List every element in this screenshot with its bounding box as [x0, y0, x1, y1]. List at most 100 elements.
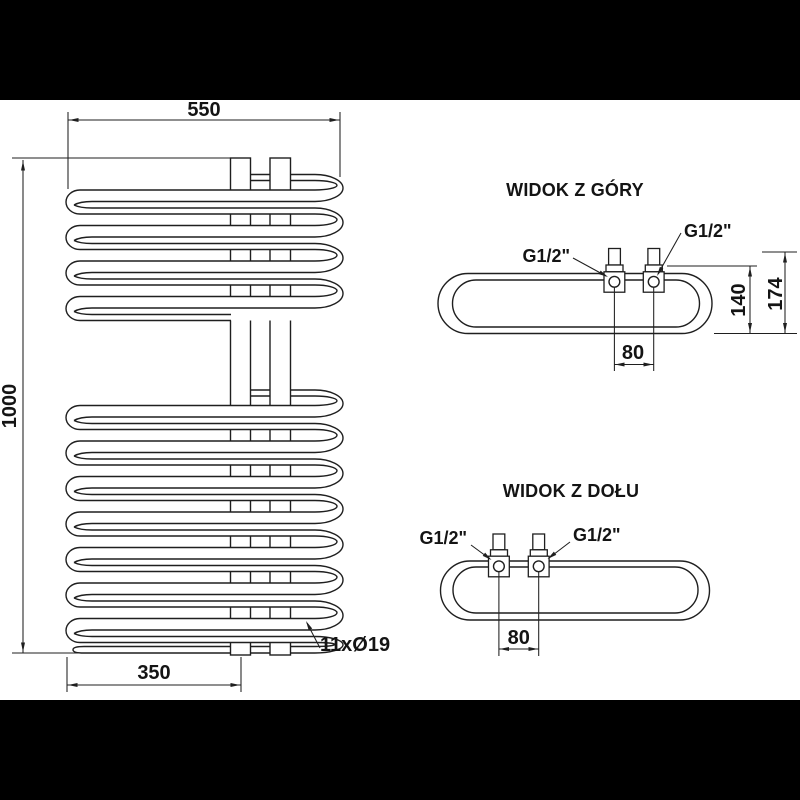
right-uturn-inner: [314, 428, 338, 442]
right-uturn-outer: [314, 564, 344, 596]
right-uturn-outer: [314, 600, 344, 631]
bottom-view-title: WIDOK Z DOŁU: [503, 481, 639, 501]
top-view-valve-left: [603, 247, 626, 293]
top-view-oval-inner: [451, 279, 701, 328]
top-view-spacing-dimension: 80: [622, 342, 644, 364]
right-uturn-inner: [314, 606, 338, 620]
dim-550-arrow: [329, 118, 339, 122]
valve-stem: [607, 247, 622, 266]
right-uturn-outer: [314, 173, 344, 203]
dim-80-arrow: [528, 647, 538, 651]
valve-stem: [532, 533, 546, 551]
right-uturn-inner: [314, 570, 338, 584]
ring-hole-lens: [73, 271, 315, 280]
valve-stem: [492, 533, 506, 551]
top-view-connection-right-label: G1/2": [684, 221, 732, 241]
right-uturn-outer: [314, 635, 344, 654]
right-uturn-outer: [314, 278, 344, 309]
ring-hole-lens: [73, 307, 315, 316]
valve-collar: [605, 264, 624, 273]
right-uturn-outer: [314, 389, 344, 418]
bottom-view-oval-outer: [439, 560, 711, 621]
ring-tube-outline: [65, 440, 315, 466]
tube-count-label: 11xØ19: [320, 634, 390, 656]
ring-hole-lens: [73, 629, 315, 638]
dim-550-lines: [67, 112, 341, 189]
valve-port: [492, 560, 506, 573]
leader-g12-top-right: [657, 232, 682, 275]
ring-hole-lens: [73, 487, 315, 496]
dim-140-arrow: [748, 267, 752, 277]
right-uturn-inner: [314, 284, 338, 298]
bottom-view-oval-inner: [452, 566, 699, 614]
ring-tube-outline: [65, 295, 315, 322]
right-uturn-inner: [314, 499, 338, 513]
ring-tube-outline: [65, 224, 315, 251]
right-uturn-outer: [314, 529, 344, 560]
dim-1000-lines: [12, 157, 230, 654]
valve-stem: [647, 247, 661, 266]
leader-arrow: [306, 621, 313, 631]
leader-arrow: [657, 266, 664, 276]
dim-174-arrow: [783, 253, 787, 263]
ring-hole-lens: [73, 200, 315, 209]
ring-tube-outline: [65, 475, 315, 502]
valve-collar: [529, 549, 548, 557]
dim-350-arrow: [68, 683, 78, 687]
right-uturn-inner: [314, 641, 336, 648]
top-view-depth-dimension: 140: [728, 283, 750, 316]
leader-arrow: [482, 552, 492, 560]
ring-tube-outline: [65, 189, 315, 215]
right-uturn-inner: [314, 213, 338, 227]
dim-174-arrow: [783, 323, 787, 333]
right-uturn-outer: [314, 458, 344, 489]
dim-350-arrow: [230, 683, 240, 687]
valve-port: [532, 560, 545, 573]
ring-hole-lens: [73, 451, 315, 460]
dim-1000-arrow: [21, 642, 25, 652]
ring-hole-lens: [73, 558, 315, 567]
right-uturn-inner: [314, 248, 338, 262]
ring-tube-outline: [65, 511, 315, 537]
dimension-annotations: [12, 112, 797, 692]
bottom-view-connection-left-label: G1/2": [419, 528, 467, 548]
bottom-view-spacing-dimension: 80: [508, 627, 530, 649]
leader-arrow: [547, 551, 557, 559]
dim-1000-arrow: [21, 161, 25, 171]
bottom-view: [439, 533, 711, 621]
top-view: [437, 247, 713, 335]
bottom-view-valve-left: [487, 533, 510, 578]
ring-tube-outline: [65, 582, 315, 608]
right-uturn-outer: [314, 242, 344, 274]
valve-collar: [489, 549, 509, 557]
top-view-oval-outer: [437, 272, 713, 335]
ring-hole-lens: [73, 593, 315, 602]
right-uturn-inner: [314, 179, 338, 191]
dim-174-lines: [714, 251, 797, 335]
ring-tube-outline: [65, 404, 315, 431]
ring-tube-outline: [65, 617, 315, 644]
ring-tube-outline: [65, 260, 315, 286]
dim-140-arrow: [748, 323, 752, 333]
top-view-title: WIDOK Z GÓRY: [506, 179, 644, 200]
dim-550-arrow: [69, 118, 79, 122]
ring-hole-lens: [73, 236, 315, 245]
dim-350-lines: [66, 657, 242, 692]
top-view-connection-left-label: G1/2": [522, 246, 570, 266]
front-view-radiator: [65, 157, 344, 656]
leader-arrow: [598, 270, 608, 277]
right-uturn-outer: [314, 422, 344, 454]
ring-hole-lens: [73, 522, 315, 531]
bottom-view-valve-right: [527, 533, 550, 578]
ring-tube-outline: [65, 546, 315, 573]
top-view-total-depth-dimension: 174: [765, 276, 787, 310]
right-uturn-outer: [314, 493, 344, 525]
right-uturn-outer: [314, 207, 344, 238]
front-bottom-width-dimension: 350: [137, 662, 170, 684]
dim-80-arrow: [615, 362, 625, 367]
right-uturn-inner: [314, 395, 338, 407]
dim-80-arrow: [643, 362, 653, 367]
right-uturn-inner: [314, 464, 338, 478]
front-height-dimension: 1000: [0, 384, 21, 429]
labels: 550 1000 350 11xØ19 WIDOK Z GÓRY G1/2" G…: [0, 99, 787, 684]
